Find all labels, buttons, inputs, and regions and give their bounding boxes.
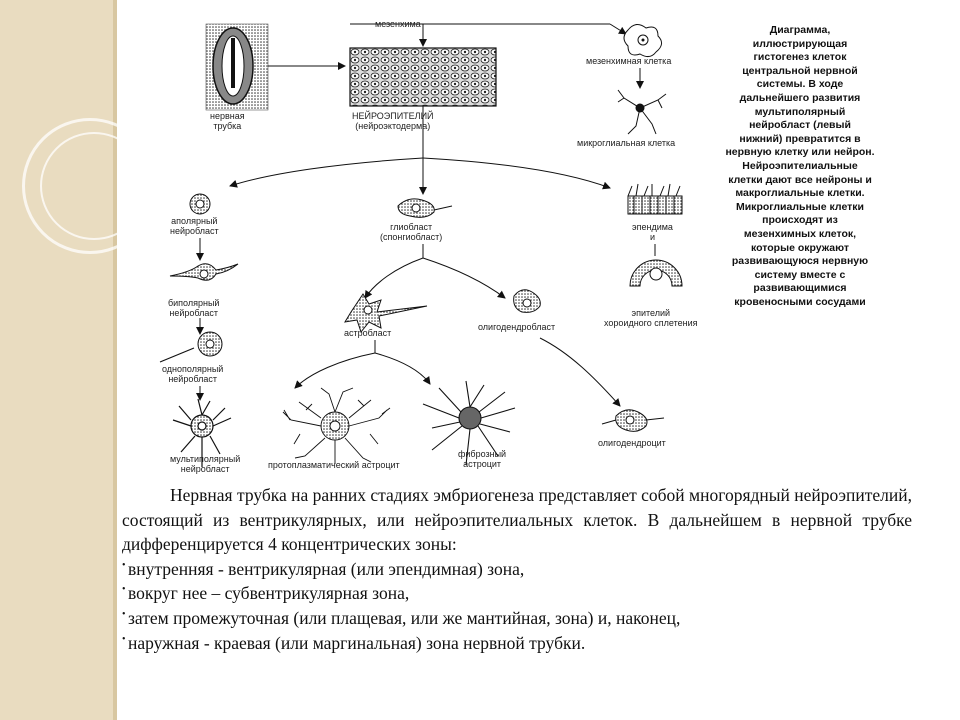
neuroepithelium-block [349,47,497,107]
histogenesis-diagram: мезенхима нервная трубка НЕЙРОЭПИТЕЛИЙ (… [140,8,740,478]
intro-paragraph: Нервная трубка на ранних стадиях эмбриог… [122,485,912,555]
sidebar-stripe [113,0,117,720]
bipolar-neuroblast-figure [169,263,239,281]
caption-line: кровеносными сосудами [734,295,866,308]
caption-line: мезенхимных клеток, [743,227,857,240]
neural-tube-figure [205,23,269,111]
caption-line: развивающимися [753,282,847,295]
label-multipolar-neuroblast: мультиполярный нейробласт [170,454,241,474]
list-item: вокруг нее – субвентрикулярная зона, [122,578,912,606]
label-astroblast: астробласт [344,328,392,338]
list-item: наружная - краевая (или маргинальная) зо… [122,628,912,656]
astroblast-figure [344,293,428,334]
choroid-epithelium-figure [629,259,683,287]
diagram-caption: Диаграмма, иллюстрирующая гистогенез кле… [705,24,895,309]
caption-line: нервную клетку или нейрон. [725,146,875,159]
caption-line: нижний) превратится в [739,132,861,145]
label-bipolar-neuroblast: биполярный нейробласт [168,298,220,318]
diagram-drawing [159,23,683,467]
caption-line: клетки дают все нейроны и [728,173,872,186]
caption-line: гистогенез клеток [753,51,847,64]
caption-line: Диаграмма, [769,24,831,36]
label-neuroepithelium: НЕЙРОЭПИТЕЛИЙ (нейроэктодерма) [352,111,434,131]
label-apolar-neuroblast: аполярный нейробласт [170,216,219,236]
oligodendroblast-figure [513,289,541,313]
oligodendrocyte-figure [601,409,665,432]
microglial-cell-figure [617,89,667,135]
caption-line: систему вместе с [754,268,846,281]
caption-line: центральной нервной [742,64,858,77]
decorative-sidebar [0,0,113,720]
caption-line: дальнейшего развития [739,91,861,104]
label-mesenchyme: мезенхима [375,19,421,29]
label-ependyma: эпендима и [632,222,673,242]
decorative-ring [40,132,148,240]
caption-line: Микроглиальные клетки [735,200,865,213]
label-oligodendrocyte: олигодендроцит [598,438,666,448]
caption-line: Нейроэпителиальные [742,159,858,172]
glioblast-figure [397,198,453,218]
fibrous-astrocyte-figure [422,380,516,466]
label-protoplasmic-astrocyte: протоплазматический астроцит [268,460,400,470]
list-item: внутренняя - вентрикулярная (или эпендим… [122,554,912,582]
label-glioblast: глиобласт (спонгиобласт) [380,222,443,242]
caption-line: системы. В ходе [756,78,844,91]
protoplasmic-astrocyte-figure [282,387,391,464]
label-neural-tube: нервная трубка [210,111,245,131]
decorative-ring [22,118,158,254]
label-oligodendroblast: олигодендробласт [478,322,556,332]
apolar-neuroblast-figure [189,193,211,215]
label-choroid-epithelium: эпителий хороидного сплетения [604,308,698,328]
caption-line: макроглиальные клетки. [735,187,865,200]
caption-line: нейробласт (левый [749,119,851,132]
caption-line: мультиполярный [754,105,846,118]
mesenchymal-cell-figure [623,24,662,58]
ependyma-figure [627,183,683,215]
list-item: затем промежуточная (или плащевая, или ж… [122,603,912,631]
zone-list: внутренняя - вентрикулярная (или эпендим… [122,554,912,656]
multipolar-neuroblast-figure [172,398,232,467]
label-unipolar-neuroblast: однополярный нейробласт [162,364,224,384]
caption-line: которые окружают [751,241,849,254]
caption-line: происходят из [762,214,838,227]
label-microglial-cell: микроглиальная клетка [577,138,676,148]
body-text: Нервная трубка на ранних стадиях эмбриог… [122,483,912,655]
label-mesenchymal-cell: мезенхимная клетка [586,56,672,66]
caption-line: развивающуюся нервную [731,255,869,268]
label-fibrous-astrocyte: фиброзный астроцит [458,449,507,469]
caption-line: иллюстрирующая [752,37,848,50]
unipolar-neuroblast-figure [159,331,223,363]
